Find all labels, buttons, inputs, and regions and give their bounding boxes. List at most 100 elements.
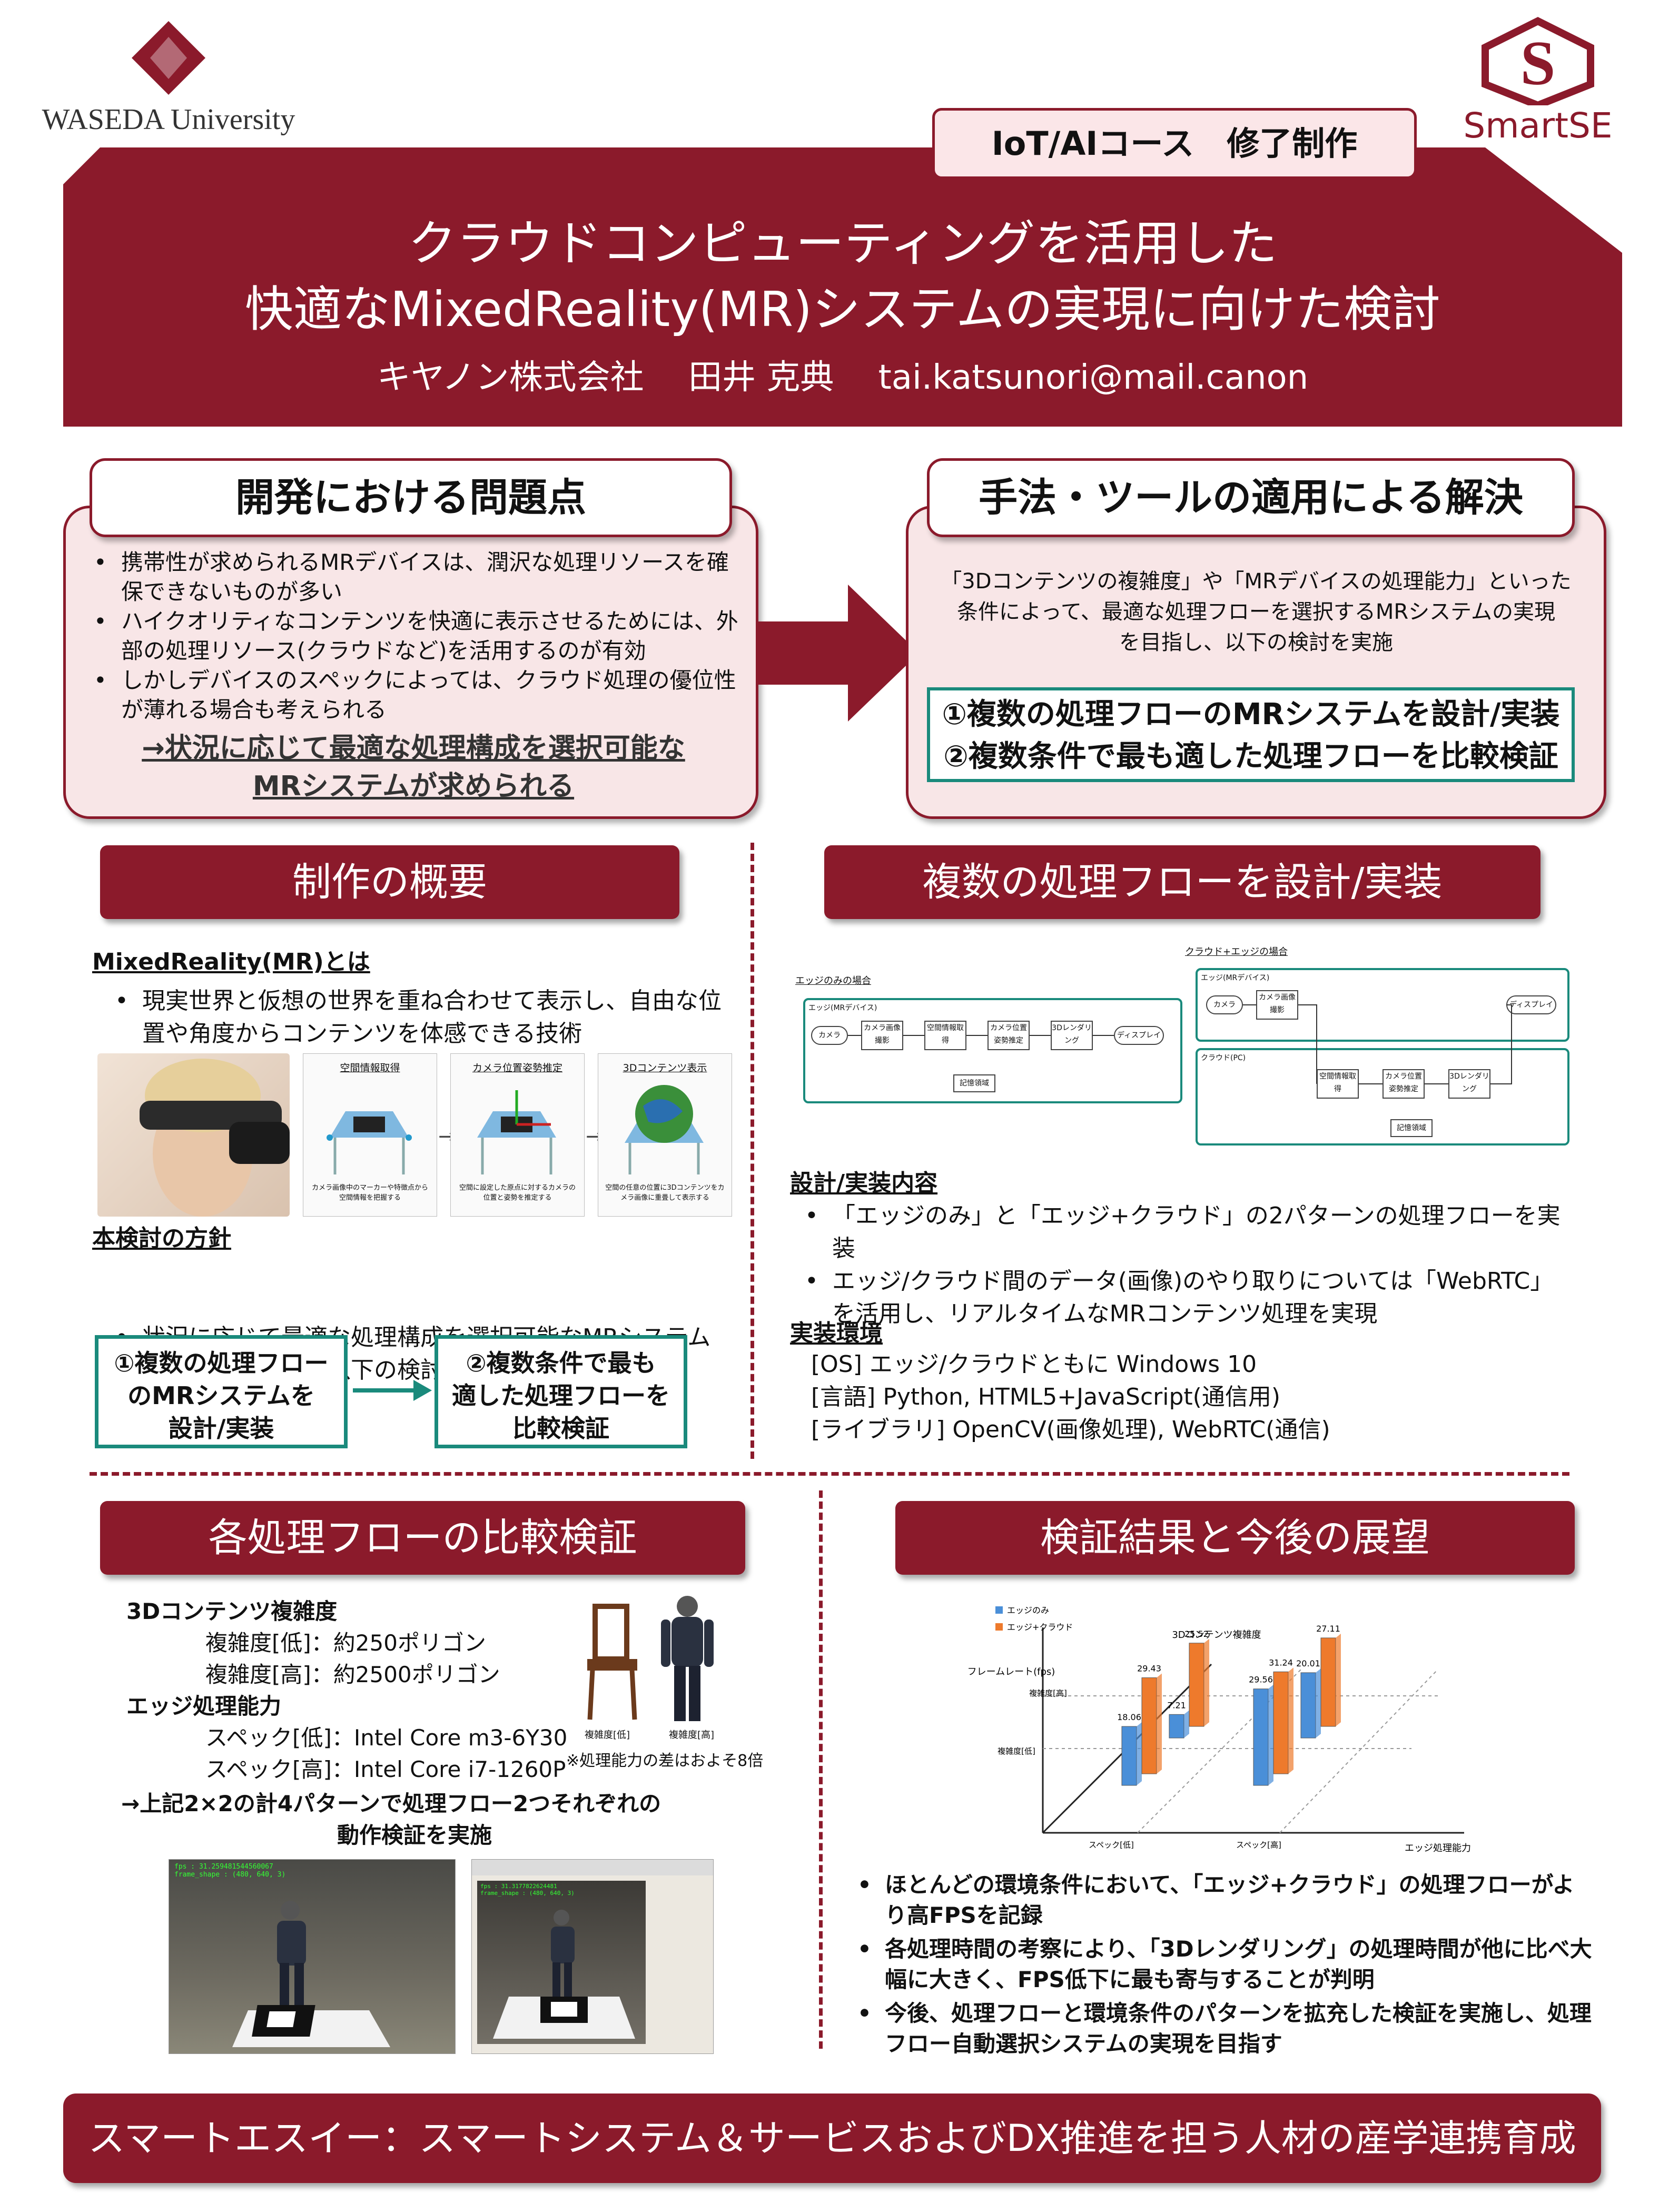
chart-bar	[1169, 1714, 1184, 1739]
chart-bar	[1141, 1677, 1157, 1774]
shape-text: frame_shape : (480, 640, 3)	[480, 1890, 575, 1897]
img-cap-high: 複雑度[高]	[669, 1730, 715, 1741]
smartse-logo: S SmartSE	[1433, 16, 1643, 146]
env-lines: [OS] エッジ/クラウドともに Windows 10 [言語] Python,…	[811, 1348, 1330, 1446]
x-tick-label: スペック[低]	[1089, 1840, 1134, 1850]
data-label: 7.21	[1167, 1700, 1186, 1710]
chart-bar	[1121, 1726, 1137, 1786]
data-label: 25.52	[1184, 1629, 1209, 1639]
x-axis-label: エッジ処理能力	[1405, 1843, 1471, 1854]
complexity-low: 複雑度[低]：約250ポリゴン	[205, 1630, 486, 1656]
chart-bar-side	[1184, 1710, 1189, 1738]
img-cap-low: 複雑度[低]	[585, 1730, 630, 1741]
depth-tick-label: 複雑度[低]	[998, 1746, 1035, 1756]
univ-name: WASEDA University	[42, 103, 295, 136]
cloud-edge-label: クラウド+エッジの場合	[1185, 946, 1288, 957]
legend-swatch	[995, 1606, 1003, 1614]
screenshot-cloud: fps : 31.3177822624481 frame_shape : (48…	[471, 1859, 714, 2054]
solution-text: 「3Dコンテンツの複雑度」や「MRデバイスの処理能力」といった 条件によって、最…	[922, 566, 1591, 658]
fps-bar-chart: フレームレート(fps)エッジ処理能力3Dコンテンツ複雑度スペック[低]スペック…	[967, 1605, 1471, 1854]
policy-title: 本検討の方針	[92, 1225, 231, 1252]
flow-node: 3Dレンダリング	[1448, 1069, 1490, 1099]
footer-banner: スマートエスイー：スマートシステム＆サービスおよびDX推進を担う人材の産学連携育…	[63, 2094, 1601, 2183]
chart-bar-side	[1268, 1684, 1273, 1785]
ar-marker-scene-icon	[493, 1910, 635, 2039]
course-tag: IoT/AIコース 修了制作	[932, 108, 1417, 179]
cloud-edge-device-label: エッジ(MRデバイス)	[1201, 974, 1270, 982]
step-caption: 空間に設定した原点に対するカメラの位置と姿勢を推定する	[459, 1184, 576, 1202]
chart-bar-side	[1316, 1668, 1321, 1738]
chart-bar-side	[1288, 1667, 1293, 1774]
chair-marker-icon	[327, 1111, 412, 1174]
overview-box-2: ②複数条件で最も 適した処理フローを 比較検証	[434, 1335, 687, 1448]
flow-node: 空間情報取得	[924, 1021, 966, 1050]
chart-bar	[1253, 1688, 1269, 1786]
legend-label: エッジのみ	[1007, 1605, 1049, 1615]
conclusion-line-1: →状況に応じて最適な処理構成を選択可能な	[142, 733, 685, 764]
overview-box-1: ①複数の処理フロー のMRシステムを 設計/実装	[95, 1335, 348, 1448]
env-line: [OS] エッジ/クラウドともに Windows 10	[811, 1351, 1257, 1378]
title-line-1: クラウドコンピューティングを活用した	[408, 215, 1278, 272]
cloud-pc-box	[1196, 1048, 1569, 1146]
solution-text-line: 条件によって、最適な処理フローを選択するMRシステムの実現	[957, 600, 1555, 624]
env-line: [ライブラリ] OpenCV(画像処理), WebRTC(通信)	[811, 1416, 1330, 1443]
flow-node: 3Dレンダリング	[1051, 1021, 1093, 1050]
problem-conclusion: →状況に応じて最適な処理構成を選択可能な MRシステムが求められる	[84, 729, 743, 805]
overview-box-line: 適した処理フローを	[452, 1381, 670, 1410]
problem-bullet: ハイクオリティなコンテンツを快適に表示させるためには、外部の処理リソース(クラウ…	[84, 607, 743, 666]
solution-box-line: ②複数条件で最も適した処理フローを比較検証	[943, 739, 1558, 774]
overview-box-line: のMRシステムを	[127, 1381, 315, 1410]
data-label: 31.24	[1269, 1657, 1293, 1667]
flow-node: ディスプレイ	[1506, 995, 1556, 1014]
legend-label: エッジ+クラウド	[1007, 1622, 1073, 1632]
cloud-pc-label: クラウド(PC)	[1201, 1054, 1246, 1062]
divider-vertical-top	[750, 843, 754, 1459]
overview-box-line: 比較検証	[512, 1414, 609, 1443]
step-card: 空間情報取得 カメラ画像中のマーカーや特徴点から空間情報を把握する	[303, 1053, 437, 1217]
chart-bar	[1320, 1637, 1336, 1727]
teal-arrow-icon	[353, 1380, 432, 1401]
chart-bar-side	[1204, 1638, 1209, 1726]
flow-node: カメラ位置姿勢推定	[1382, 1069, 1425, 1099]
headset-photo	[97, 1053, 290, 1217]
chart-bar	[1273, 1671, 1289, 1774]
data-label: 18.06	[1117, 1712, 1141, 1722]
flow-node: カメラ位置姿勢推定	[987, 1021, 1030, 1050]
solution-text-line: 「3Dコンテンツの複雑度」や「MRデバイスの処理能力」といった	[941, 569, 1572, 594]
chair-pose-icon	[477, 1090, 556, 1174]
globe-content-icon	[625, 1085, 704, 1174]
edge-only-diagram	[803, 998, 1182, 1103]
step-caption: カメラ画像中のマーカーや特徴点から空間情報を把握する	[311, 1184, 428, 1202]
cloud-edge-device-box	[1196, 968, 1569, 1042]
data-label: 29.56	[1249, 1675, 1273, 1685]
ar-marker-scene-icon	[232, 1901, 390, 2047]
depth-axis-label: 3Dコンテンツ複雑度	[1172, 1630, 1261, 1641]
content-bullets: 「エッジのみ」と「エッジ+クラウド」の2パターンの処理フローを実装 エッジ/クラ…	[795, 1200, 1575, 1330]
env-title: 実装環境	[790, 1320, 883, 1347]
complexity-high: 複雑度[高]：約2500ポリゴン	[205, 1662, 500, 1687]
compare-summary: →上記2×2の計4パターンで処理フロー2つそれぞれの 動作検証を実施	[121, 1788, 753, 1851]
legend-swatch	[995, 1623, 1003, 1631]
waseda-logo: WASEDA University	[32, 16, 305, 142]
problem-heading: 開発における問題点	[90, 458, 732, 537]
flow-node: カメラ	[811, 1026, 848, 1045]
shape-text: frame_shape : (480, 640, 3)	[174, 1871, 286, 1879]
divider-horizontal	[90, 1472, 1569, 1476]
design-heading: 複数の処理フローを設計/実装	[824, 845, 1540, 919]
data-label: 27.11	[1316, 1624, 1340, 1634]
edge-flow-arrows	[848, 1035, 1114, 1036]
content-bullet: エッジ/クラウド間のデータ(画像)のやり取りについては「WebRTC」を活用し、…	[795, 1265, 1575, 1330]
step-label: カメラ位置姿勢推定	[472, 1062, 562, 1074]
solution-text-line: を目指し、以下の検討を実施	[1119, 630, 1393, 655]
mr-headset-icon	[140, 1059, 290, 1217]
flow-node: 空間情報取得	[1317, 1069, 1359, 1099]
human-model-icon	[661, 1596, 714, 1721]
step-card: 3Dコンテンツ表示 空間の任意の位置に3Dコンテンツをカメラ画像に重畳して表示す…	[598, 1053, 732, 1217]
mr-text: 現実世界と仮想の世界を重ね合わせて表示し、自由な位置や角度からコンテンツを体感で…	[105, 985, 727, 1050]
chart-bar	[1300, 1672, 1316, 1739]
overview-box-line: ②複数条件で最も	[466, 1349, 656, 1377]
depth-tick-label: 複雑度[高]	[1029, 1688, 1067, 1698]
compare-conditions: 3Dコンテンツ複雑度 複雑度[低]：約250ポリゴン 複雑度[高]：約2500ポ…	[126, 1596, 567, 1785]
spec-low: スペック[低]：Intel Core m3-6Y30	[205, 1725, 568, 1751]
